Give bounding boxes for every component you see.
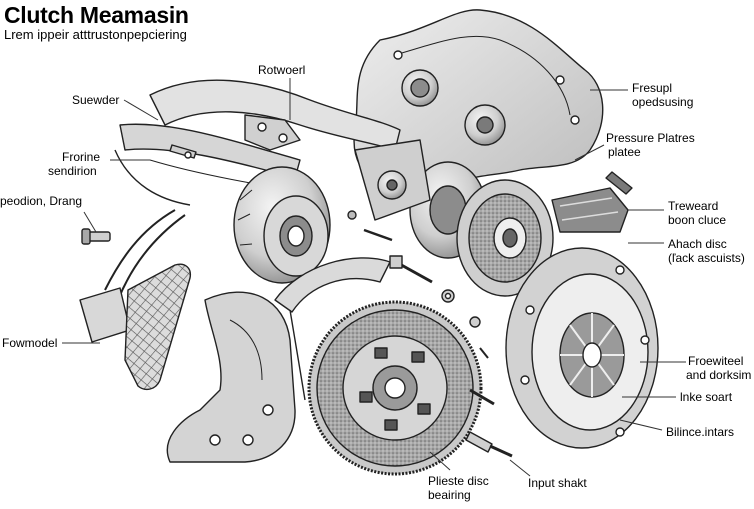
release-bearing <box>233 166 331 284</box>
label-rotwoerl: Rotwoerl <box>258 63 306 77</box>
label-froewiteel-2: and dorksim <box>686 368 752 382</box>
label-frorine-1: Frorine <box>62 150 101 164</box>
label-fresupl-1: Fresupl <box>632 81 673 95</box>
label-peodion: peodion, Drang <box>0 194 83 208</box>
label-bilince: Bilince.intars <box>666 425 735 439</box>
input-shaft-bolt <box>465 431 513 458</box>
label-lnke-soart: lnke soart <box>680 390 733 404</box>
pressure-plate <box>505 247 659 449</box>
label-fresupl-2: opedsusing <box>632 95 694 109</box>
clutch-plate-stack <box>409 161 554 297</box>
fastener-set <box>347 210 495 406</box>
diagram-subtitle: Lrem ippeir atttrustonpepciering <box>4 27 187 42</box>
pilot-hub <box>354 139 431 221</box>
label-suewder: Suewder <box>72 93 120 107</box>
label-plieste-2: beairing <box>428 488 471 502</box>
label-fowmodel: Fowmodel <box>2 336 58 350</box>
label-ahach-1: Ahach disc <box>668 237 727 251</box>
label-treweard-2: boon cluce <box>668 213 727 227</box>
label-pressure-1: Pressure Platres <box>606 131 695 145</box>
clutch-fork-arm <box>114 79 401 206</box>
label-plieste-1: Plieste disc <box>428 474 489 488</box>
treweard-block <box>551 187 629 233</box>
label-froewiteel-1: Froewiteel <box>688 354 744 368</box>
pivot-bolt <box>81 228 111 245</box>
small-bolts <box>169 144 197 159</box>
label-treweard-1: Treweard <box>668 199 719 213</box>
flywheel-cover <box>274 257 391 401</box>
label-frorine-2: sendirion <box>48 164 97 178</box>
leader-lines <box>62 78 686 477</box>
clutch-pedal <box>79 209 192 391</box>
label-ahach-2: (ľack ascuists) <box>668 251 745 265</box>
diagram-title: Clutch Meamasin <box>4 2 189 28</box>
pin <box>605 171 633 195</box>
label-pressure-2: platee <box>608 145 641 159</box>
lower-bracket <box>166 291 296 463</box>
release-bracket <box>244 114 301 151</box>
label-input-shakt: Input shakt <box>528 476 587 490</box>
flywheel <box>307 300 483 476</box>
